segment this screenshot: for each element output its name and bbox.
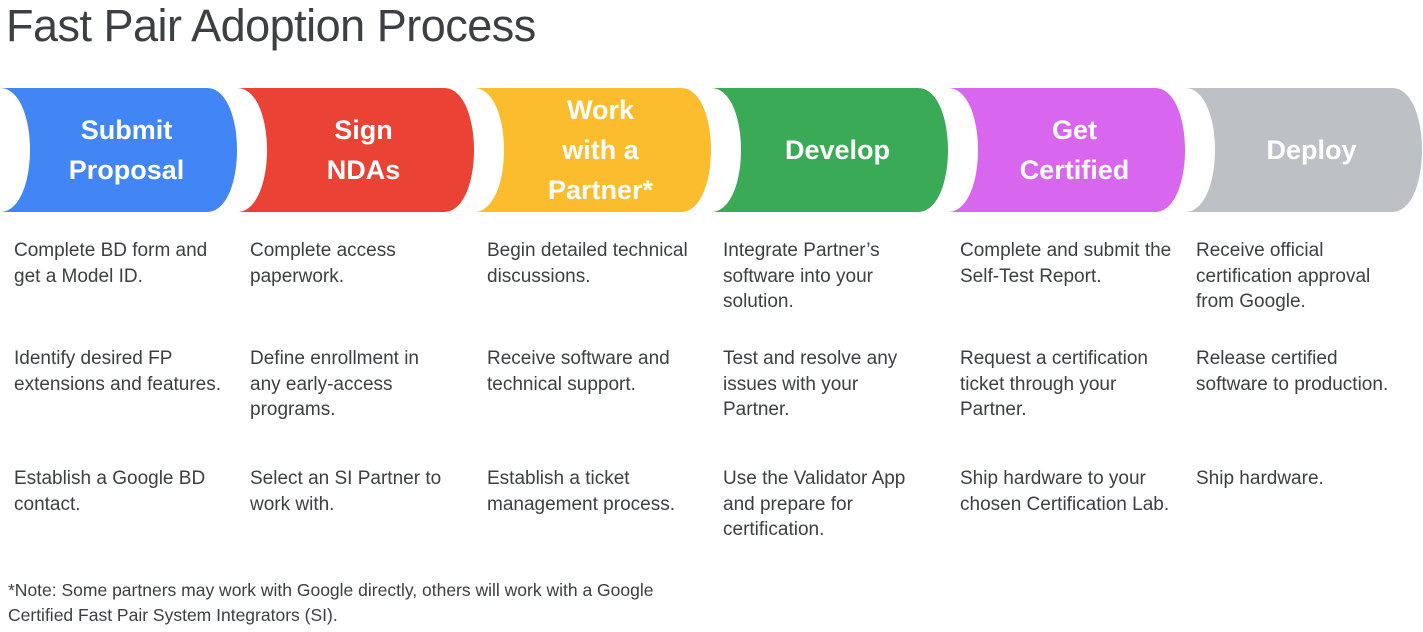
step-item: Complete and submit the Self-Test Report… bbox=[960, 240, 1172, 287]
step-item: Receive software and technical support. bbox=[487, 348, 670, 395]
stage-banner-label-line: Deploy bbox=[1266, 135, 1357, 165]
stage-banner-label-line: Get bbox=[1051, 115, 1097, 145]
page-title: Fast Pair Adoption Process bbox=[6, 0, 536, 51]
stage-banner-develop[interactable]: Develop bbox=[711, 88, 948, 212]
stage-banner-label-line: Develop bbox=[784, 135, 891, 165]
stage-banner-shape-sign-ndas bbox=[237, 88, 474, 212]
step-item: Define enrollment in any early-access pr… bbox=[250, 348, 419, 420]
step-item: Select an SI Partner to work with. bbox=[250, 468, 442, 515]
stage-banner-shape-deploy bbox=[1185, 88, 1422, 212]
step-item: Request a certification ticket through y… bbox=[960, 348, 1148, 420]
stage-banner-label-line: Work bbox=[566, 95, 634, 125]
step-item: Identify desired FP extensions and featu… bbox=[14, 348, 222, 395]
step-item: Use the Validator App and prepare for ce… bbox=[723, 468, 906, 540]
stage-banner-shape-work-with-a-partner bbox=[474, 88, 711, 212]
step-item: Complete access paperwork. bbox=[250, 240, 396, 287]
stage-banner-label-deploy: Deploy bbox=[1185, 88, 1418, 212]
process-steps-grid: Complete BD form and get a Model ID. Iden… bbox=[0, 238, 1423, 558]
step-item: Ship hardware. bbox=[1196, 468, 1324, 489]
step-item: Ship hardware to your chosen Certificati… bbox=[960, 468, 1170, 515]
stage-banner-shape-get-certified bbox=[948, 88, 1185, 212]
step-item: Receive official certification approval … bbox=[1196, 240, 1371, 312]
footnote-note: *Note: Some partners may work with Googl… bbox=[8, 580, 654, 625]
stage-banner-label-line: Submit bbox=[80, 115, 173, 145]
step-item: Establish a Google BD contact. bbox=[14, 468, 206, 515]
stage-banner-label-develop: Develop bbox=[711, 88, 944, 212]
step-item: Establish a ticket management process. bbox=[487, 468, 675, 515]
stage-banner-label-line: with a bbox=[562, 135, 639, 165]
step-item: Begin detailed technical discussions. bbox=[487, 240, 688, 287]
stage-banner-label-line: Certified bbox=[1019, 155, 1130, 185]
stage-banner-deploy[interactable]: Deploy bbox=[1185, 88, 1422, 212]
stage-banner-label-line: Proposal bbox=[68, 155, 185, 185]
stage-banner-label-line: Partner* bbox=[547, 175, 654, 205]
stage-banner-label-line: Sign bbox=[334, 115, 393, 145]
step-item: Release certified software to production… bbox=[1196, 348, 1389, 395]
stage-banner-label-work-with-a-partner: Work with a Partner* bbox=[474, 88, 707, 212]
stage-banner-label-line: NDAs bbox=[326, 155, 401, 185]
step-item: Complete BD form and get a Model ID. bbox=[14, 240, 208, 287]
step-item: Test and resolve any issues with your Pa… bbox=[723, 348, 898, 420]
step-item: Integrate Partner’s software into your s… bbox=[723, 240, 880, 312]
stage-banner-shape-submit-proposal bbox=[0, 88, 237, 212]
stage-banner-work-with-a-partner[interactable]: Work with a Partner* bbox=[474, 88, 711, 212]
stage-banner-shape-develop bbox=[711, 88, 948, 212]
